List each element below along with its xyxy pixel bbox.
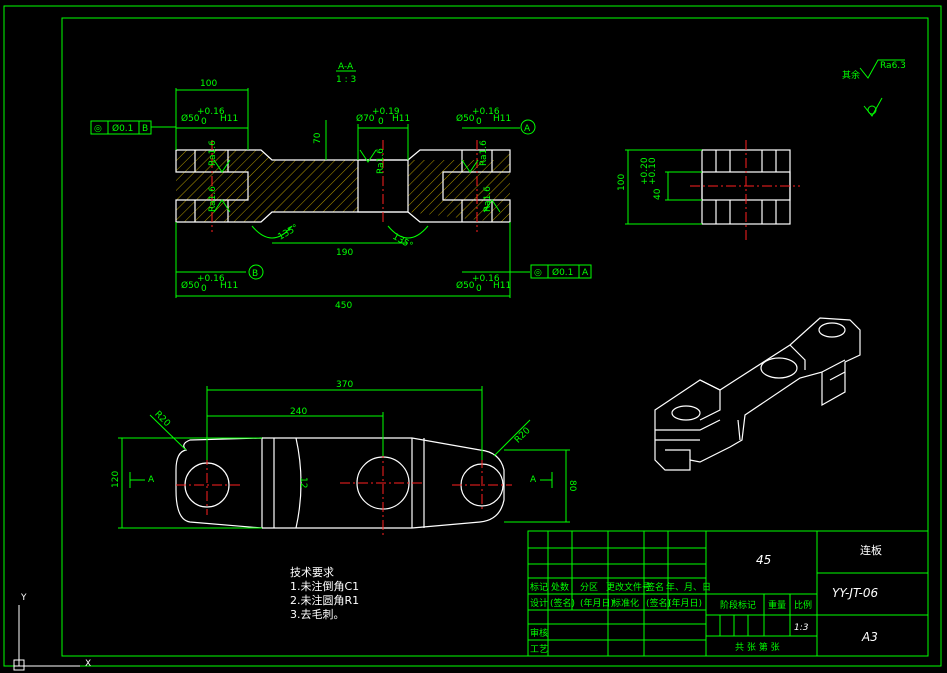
tb-ratio: 比例 (794, 599, 812, 611)
dim-80: 80 (567, 480, 577, 492)
gdt-right-value: Ø0.1 (552, 267, 573, 278)
svg-text:签名: 签名 (646, 581, 664, 593)
tb-scale: 1:3 (794, 623, 809, 633)
svg-text:+0.16: +0.16 (472, 274, 500, 284)
svg-text:年、月、日: 年、月、日 (666, 581, 711, 593)
tb-review: 审核 (530, 627, 548, 639)
callout-left-top: Ø50 (181, 113, 200, 124)
ra-4: Ra1.6 (479, 140, 489, 166)
svg-text:H11: H11 (220, 281, 238, 291)
svg-text:+0.16: +0.16 (197, 274, 225, 284)
tb-drawing-no: YY-JT-06 (832, 586, 878, 600)
svg-text:其余: 其余 (842, 69, 860, 81)
dim-450: 450 (335, 301, 352, 311)
svg-text:(年月日): (年月日) (580, 597, 614, 609)
svg-text:+0.19: +0.19 (372, 107, 400, 117)
svg-text:(签名): (签名) (646, 597, 671, 609)
gdt-right-symbol: ◎ (534, 268, 542, 278)
svg-text:0: 0 (378, 117, 384, 127)
tech-req-1: 1.未注倒角C1 (290, 579, 359, 593)
svg-text:分区: 分区 (580, 582, 598, 593)
section-marker-left: A (148, 475, 155, 485)
ucs-icon: Y X (13, 593, 91, 671)
title-block: 标记 处数 分区 更改文件号 签名 年、月、日 设计 (签名) (年月日) 标准… (527, 530, 929, 657)
svg-text:(年月日): (年月日) (668, 597, 702, 609)
gdt-left-symbol: ◎ (94, 124, 102, 134)
svg-text:+0.10: +0.10 (648, 157, 658, 185)
ra-1: Ra1.6 (208, 140, 218, 166)
section-name: A-A (338, 62, 354, 72)
svg-text:0: 0 (476, 284, 482, 294)
dim-370: 370 (336, 380, 353, 390)
ucs-y-label: Y (20, 593, 27, 603)
svg-text:Ra6.3: Ra6.3 (880, 61, 906, 71)
r20-right: R20 (513, 426, 533, 446)
svg-text:0: 0 (201, 284, 207, 294)
inner-border (61, 17, 929, 657)
section-hatch (176, 150, 510, 222)
tb-h-mark: 标记 (530, 581, 548, 593)
ra-2: Ra1.6 (208, 186, 218, 212)
datum-b: B (252, 269, 258, 279)
section-marker-right: A (530, 475, 537, 485)
dim-120: 120 (111, 471, 121, 488)
svg-text:0: 0 (476, 117, 482, 127)
svg-text:0: 0 (201, 117, 207, 127)
svg-text:+0.16: +0.16 (197, 107, 225, 117)
section-view: A-A 1 : 3 100 70 Ø50 +0.16 0 H11 Ø70 (90, 62, 592, 311)
gdt-left-value: Ø0.1 (112, 123, 133, 134)
dim-240: 240 (290, 407, 307, 417)
svg-text:标准化: 标准化 (612, 597, 639, 609)
outer-border (3, 5, 942, 667)
tech-req-2: 2.未注圆角R1 (290, 593, 359, 607)
tb-stage: 阶段标记 (720, 599, 756, 611)
datum-a: A (524, 124, 531, 134)
side-dim-40: 40 (653, 188, 663, 200)
ra-3: Ra1.6 (376, 148, 386, 174)
tb-sheet-size: A3 (861, 630, 878, 644)
r20-left: R20 (152, 409, 172, 429)
ucs-x-label: X (85, 659, 91, 669)
svg-text:H11: H11 (220, 114, 238, 124)
side-view: 100 40 +0.20 +0.10 (617, 140, 800, 240)
tb-material: 45 (756, 553, 771, 567)
angle-right: 135° (391, 232, 415, 252)
tech-requirements: 技术要求 1.未注倒角C1 2.未注圆角R1 3.去毛刺。 (290, 566, 359, 621)
svg-text:更改文件号: 更改文件号 (606, 581, 651, 593)
svg-text:+0.16: +0.16 (472, 107, 500, 117)
gdt-left-datum: B (142, 124, 148, 134)
svg-text:+0.20: +0.20 (640, 157, 650, 185)
isometric-view (654, 317, 861, 471)
svg-text:H11: H11 (392, 114, 410, 124)
callout-mid: Ø70 (356, 113, 375, 124)
callout-right-bot: Ø50 (456, 280, 475, 291)
svg-text:(签名): (签名) (550, 597, 575, 609)
svg-text:处数: 处数 (551, 581, 569, 593)
svg-text:设计: 设计 (530, 597, 548, 609)
ra-5: Ra1.6 (483, 186, 493, 212)
gdt-right-datum: A (582, 268, 589, 278)
top-view: 370 240 120 80 R20 R20 12 A A (111, 380, 577, 535)
tb-process: 工艺 (530, 644, 548, 655)
angle-left: 135° (277, 223, 301, 243)
dim-100: 100 (200, 79, 217, 89)
dim-190: 190 (336, 248, 353, 258)
section-scale: 1 : 3 (336, 75, 356, 85)
tb-sheets: 共 张 第 张 (735, 641, 780, 653)
tech-req-3: 3.去毛刺。 (290, 608, 345, 621)
tb-weight: 重量 (768, 599, 786, 611)
tech-req-title: 技术要求 (290, 566, 334, 579)
roughness-note: 其余 Ra6.3 (842, 59, 906, 117)
callout-right-top: Ø50 (456, 113, 475, 124)
dim-12: 12 (298, 477, 308, 488)
svg-text:H11: H11 (493, 114, 511, 124)
tb-part-name: 连板 (860, 543, 882, 557)
side-dim-100: 100 (617, 174, 627, 191)
svg-text:H11: H11 (493, 281, 511, 291)
dim-70: 70 (313, 132, 323, 144)
callout-left-bot: Ø50 (181, 280, 200, 291)
